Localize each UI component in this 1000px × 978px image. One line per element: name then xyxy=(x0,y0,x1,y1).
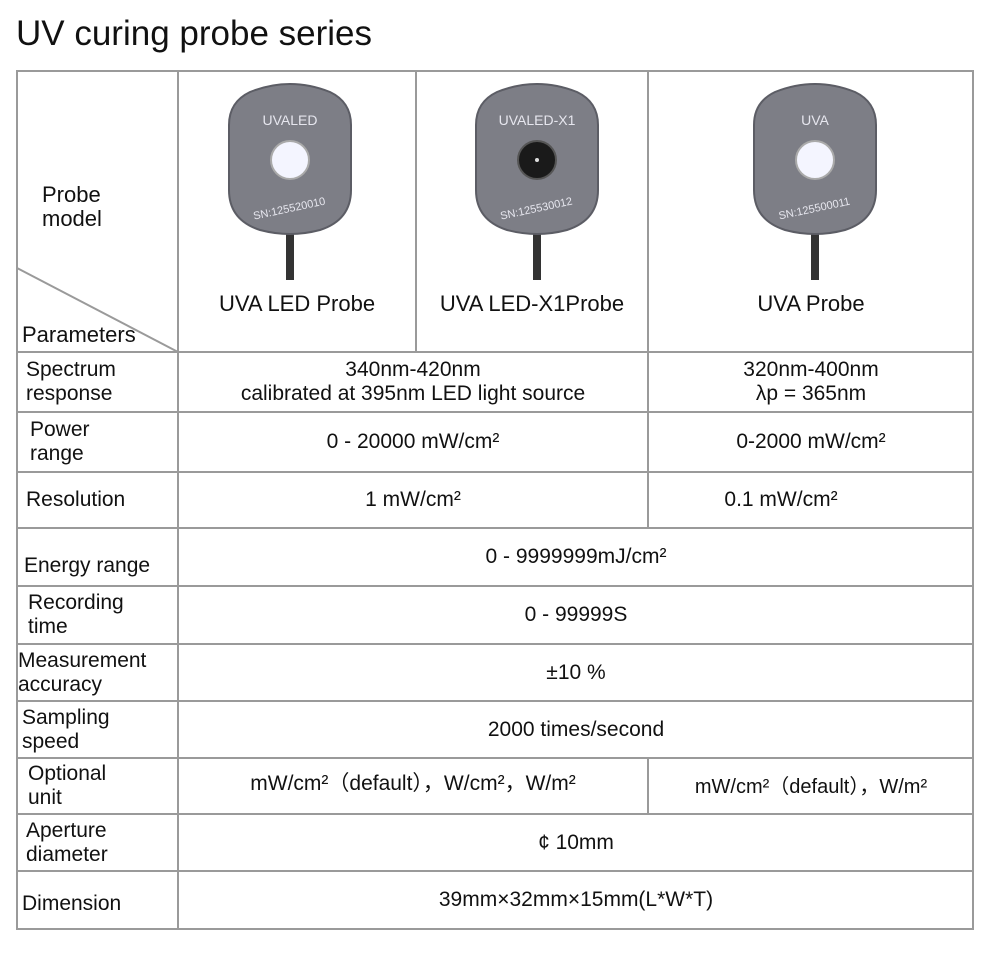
row-label-sampling: Sampling speed xyxy=(22,705,110,753)
unit-uva-value: mW/cm²（default），W/m² xyxy=(694,776,928,798)
row-label-aperture: Aperture diameter xyxy=(26,818,108,866)
probe-name-uvaled-x1: UVA LED-X1Probe xyxy=(439,291,625,316)
energy-value: 0 - 9999999mJ/cm² xyxy=(485,545,667,568)
page-title: UV curing probe series xyxy=(16,14,372,53)
row-label-recording: Recording time xyxy=(28,591,124,638)
spectrum-uva-range: 320nm-400nm xyxy=(743,358,879,381)
spectrum-led-calibration: calibrated at 395nm LED light source xyxy=(240,382,586,405)
spectrum-uva-value: 320nm-400nm λp = 365nm xyxy=(650,353,972,411)
recording-value: 0 - 99999S xyxy=(524,603,628,626)
unit-led-value: mW/cm²（default），W/cm²，W/m² xyxy=(250,772,576,795)
aperture-value: ¢ 10mm xyxy=(538,830,614,854)
probe-body-text: UVA xyxy=(801,112,829,128)
power-led-value: 0 - 20000 mW/cm² xyxy=(326,430,500,453)
row-label-accuracy: Measurement accuracy xyxy=(18,648,147,696)
row-label-power: Power range xyxy=(30,418,90,465)
probe-image-uva: UVA SN:125500011 xyxy=(753,83,877,280)
probe-body-text: UVALED-X1 xyxy=(499,112,576,128)
spectrum-led-range: 340nm-420nm xyxy=(345,358,481,381)
resolution-led-value: 1 mW/cm² xyxy=(365,488,461,511)
accuracy-value: ±10 % xyxy=(546,660,606,684)
sampling-value: 2000 times/second xyxy=(487,717,665,741)
spectrum-uva-peak: λp = 365nm xyxy=(755,382,867,405)
probe-body-text: UVALED xyxy=(263,112,318,128)
parameters-label: Parameters xyxy=(22,322,136,347)
probe-image-uvaled-x1: UVALED-X1 SN:125530012 xyxy=(475,83,599,280)
row-label-energy: Energy range xyxy=(24,554,151,577)
probe-model-label: Probe model xyxy=(42,182,102,231)
row-label-resolution: Resolution xyxy=(26,488,126,511)
resolution-uva-value: 0.1 mW/cm² xyxy=(724,488,838,511)
spectrum-led-value: 340nm-420nm calibrated at 395nm LED ligh… xyxy=(180,353,646,411)
probe-image-uvaled: UVALED SN:125520010 xyxy=(228,83,352,280)
row-label-spectrum: Spectrum response xyxy=(26,358,116,405)
row-label-unit: Optional unit xyxy=(28,762,107,809)
dimension-value: 39mm×32mm×15mm(L*W*T) xyxy=(438,888,714,911)
probe-name-uvaled: UVA LED Probe xyxy=(218,291,376,316)
row-label-dimension: Dimension xyxy=(22,892,122,915)
probe-name-uva: UVA Probe xyxy=(757,291,865,316)
power-uva-value: 0-2000 mW/cm² xyxy=(736,430,886,453)
